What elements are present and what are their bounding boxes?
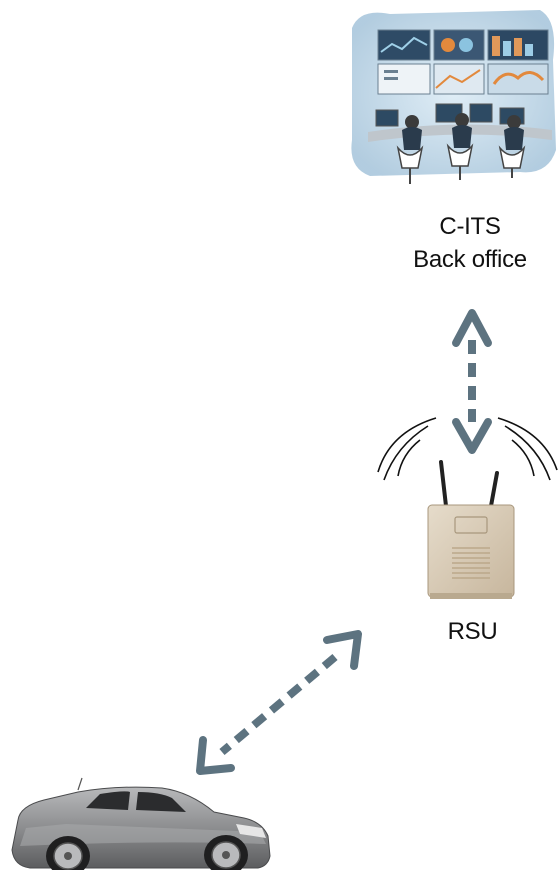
arrowhead-up-icon	[452, 309, 492, 347]
back-office-label-line1: C-ITS	[439, 213, 501, 240]
wall-screens	[377, 29, 549, 95]
wireless-signal-icon	[377, 417, 558, 481]
roadside-unit-icon	[427, 460, 515, 599]
back-office-label-line2: Back office	[413, 246, 527, 273]
arrowhead-upright-icon	[323, 630, 362, 670]
operators	[396, 113, 526, 184]
link-rsu-vehicle	[196, 630, 362, 775]
link-backoffice-rsu	[452, 309, 492, 454]
control-room-icon	[351, 10, 556, 184]
car-icon	[11, 777, 271, 870]
arrowhead-downleft-icon	[196, 736, 235, 775]
arrowhead-down-icon	[452, 418, 492, 454]
rsu-label: RSU	[447, 618, 498, 645]
